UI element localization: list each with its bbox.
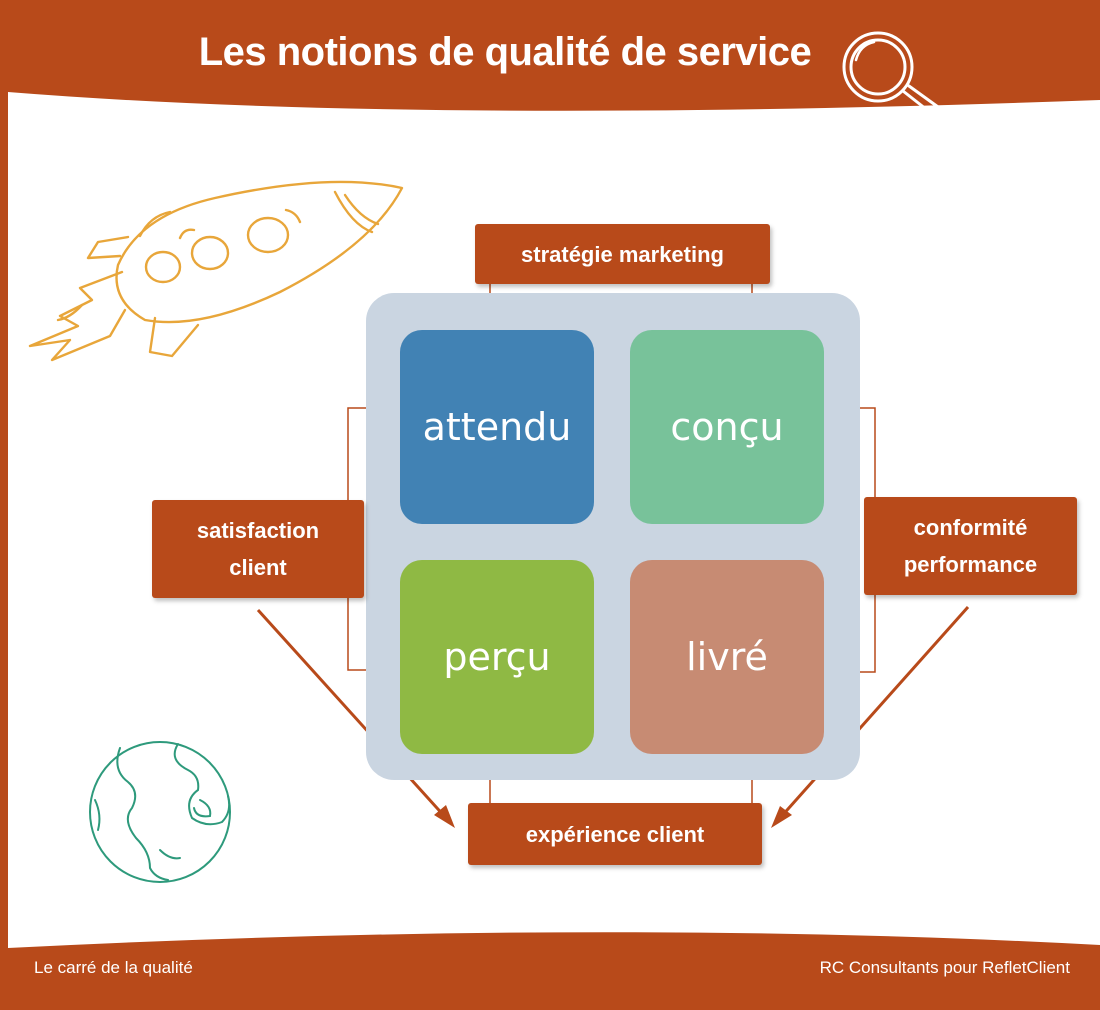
label-conformite-line1: conformité xyxy=(913,515,1028,540)
label-conformite-performance: conformité performance xyxy=(864,497,1077,595)
label-experience-client: expérience client xyxy=(468,803,762,865)
label-strategie-marketing: stratégie marketing xyxy=(475,224,770,284)
rocket-icon xyxy=(28,180,404,362)
globe-icon xyxy=(89,741,231,883)
footer-right-text: RC Consultants pour RefletClient xyxy=(819,958,1070,977)
magnifier-icon xyxy=(842,31,947,122)
quadrant-attendu: attendu xyxy=(400,330,594,524)
quadrant-livre: livré xyxy=(630,560,824,754)
footer-left-text: Le carré de la qualité xyxy=(34,958,193,977)
label-satisfaction-client: satisfaction client xyxy=(152,500,364,598)
label-satisfaction-line1: satisfaction xyxy=(196,518,320,543)
quadrant-percu: perçu xyxy=(400,560,594,754)
quadrant-concu: conçu xyxy=(630,330,824,524)
arrows xyxy=(256,606,970,828)
label-satisfaction-line2: client xyxy=(229,555,287,580)
page-title: Les notions de qualité de service xyxy=(198,30,812,74)
label-conformite-line2: performance xyxy=(903,552,1038,577)
